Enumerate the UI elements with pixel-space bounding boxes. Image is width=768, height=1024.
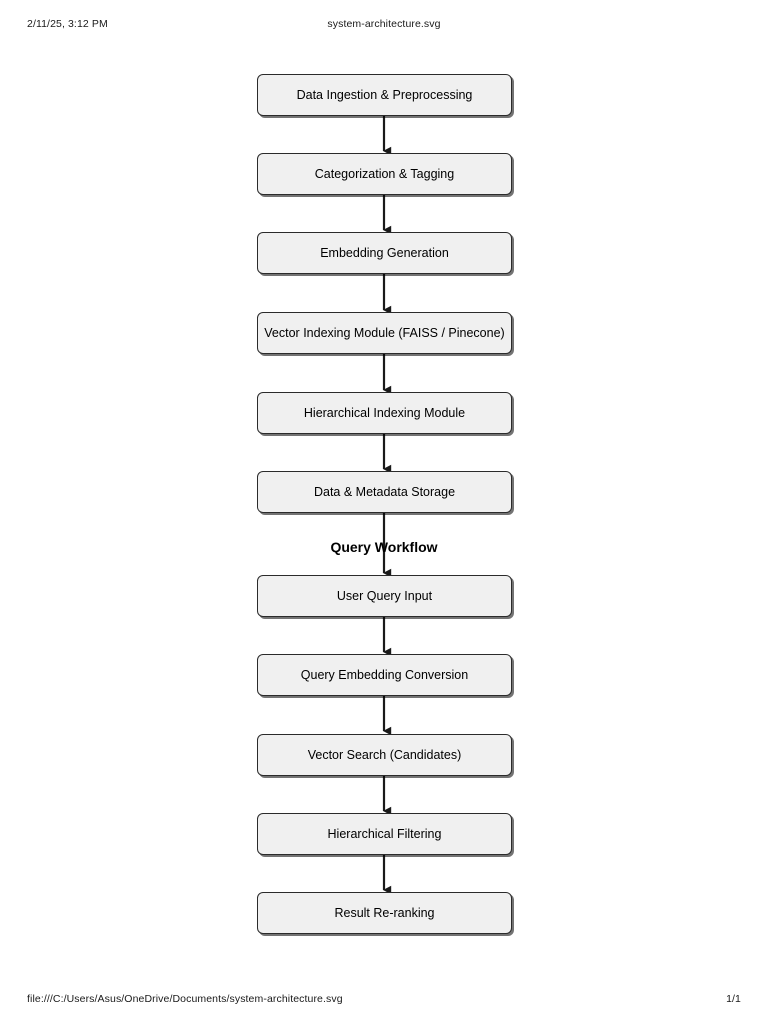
flow-node-label: Hierarchical Filtering — [327, 827, 442, 841]
flow-node-hierarchical-indexing-module[interactable]: Hierarchical Indexing Module — [257, 392, 512, 434]
flow-node-label: Vector Indexing Module (FAISS / Pinecone… — [264, 326, 505, 340]
header-document-title: system-architecture.svg — [327, 18, 441, 30]
flow-node-result-re-ranking[interactable]: Result Re-ranking — [257, 892, 512, 934]
footer-file-url: file:///C:/Users/Asus/OneDrive/Documents… — [27, 993, 343, 1005]
flow-node-query-embedding-conversion[interactable]: Query Embedding Conversion — [257, 654, 512, 696]
flow-node-hierarchical-filtering[interactable]: Hierarchical Filtering — [257, 813, 512, 855]
footer-page-number: 1/1 — [726, 993, 741, 1005]
flow-node-label: Categorization & Tagging — [314, 167, 455, 181]
flow-node-vector-indexing-module[interactable]: Vector Indexing Module (FAISS / Pinecone… — [257, 312, 512, 354]
flow-node-user-query-input[interactable]: User Query Input — [257, 575, 512, 617]
flow-node-embedding-generation[interactable]: Embedding Generation — [257, 232, 512, 274]
section-label-query-workflow: Query Workflow — [330, 539, 438, 555]
flow-node-data-ingestion-preprocessing[interactable]: Data Ingestion & Preprocessing — [257, 74, 512, 116]
flow-node-label: Vector Search (Candidates) — [307, 748, 462, 762]
flow-node-label: Data & Metadata Storage — [313, 485, 456, 499]
flow-node-label: Embedding Generation — [320, 246, 449, 260]
flow-node-label: Query Embedding Conversion — [300, 668, 469, 682]
flow-node-categorization-tagging[interactable]: Categorization & Tagging — [257, 153, 512, 195]
flow-node-vector-search-candidates[interactable]: Vector Search (Candidates) — [257, 734, 512, 776]
flow-node-label: User Query Input — [336, 589, 433, 603]
header-date-time: 2/11/25, 3:12 PM — [27, 18, 108, 30]
flow-node-label: Hierarchical Indexing Module — [303, 406, 466, 420]
flow-node-label: Result Re-ranking — [334, 906, 435, 920]
flow-node-label: Data Ingestion & Preprocessing — [296, 88, 473, 102]
flow-node-data-metadata-storage[interactable]: Data & Metadata Storage — [257, 471, 512, 513]
print-header: 2/11/25, 3:12 PM system-architecture.svg — [0, 16, 768, 32]
print-footer: file:///C:/Users/Asus/OneDrive/Documents… — [0, 991, 768, 1007]
